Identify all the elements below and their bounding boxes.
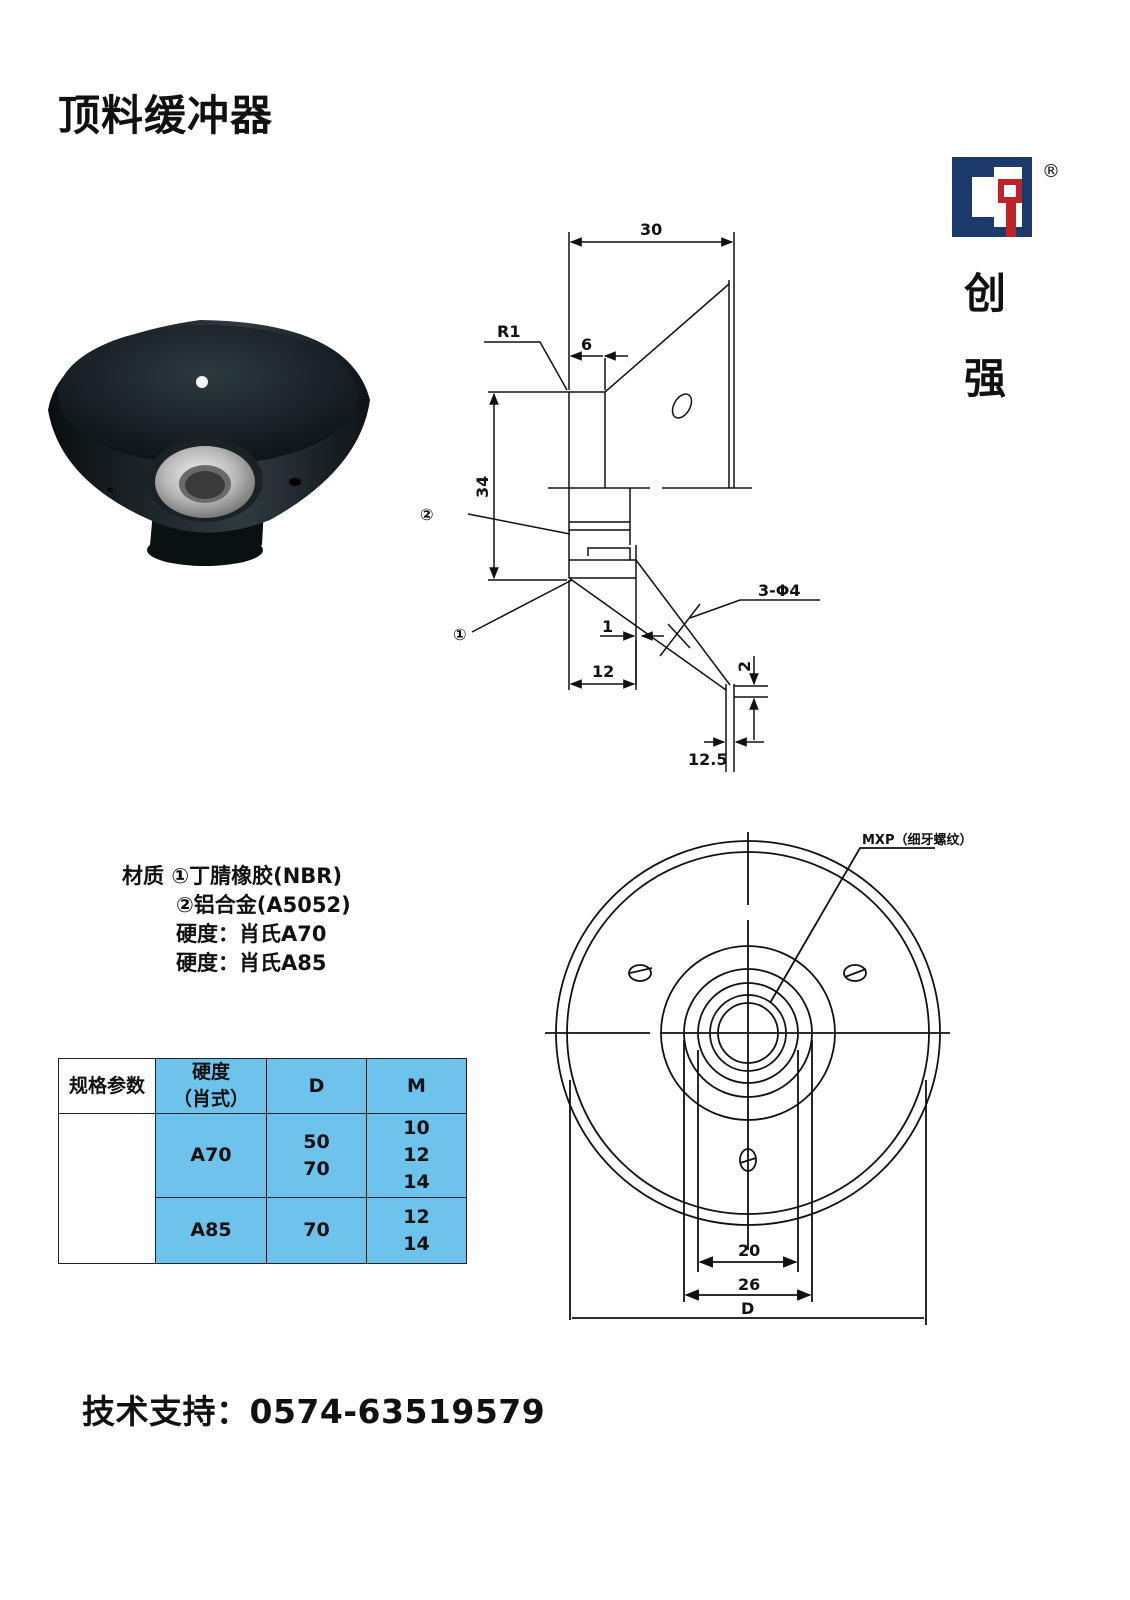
- row2-m: 12 14: [366, 1197, 467, 1264]
- dim-20: 20: [738, 1241, 760, 1260]
- thread-label: MXP（细牙螺纹）: [862, 832, 973, 848]
- row1-m: 10 12 14: [366, 1113, 467, 1198]
- page-title: 顶料缓冲器: [58, 91, 274, 140]
- row2-d-1: 70: [303, 1219, 330, 1241]
- dim-twelve-five: 12.5: [688, 750, 727, 769]
- row1-m-2: 12: [403, 1144, 430, 1166]
- row1-d-2: 70: [303, 1157, 330, 1180]
- hardness-a85: 硬度：肖氏A85: [176, 951, 327, 975]
- row1-hardness: A70: [155, 1113, 267, 1198]
- side-section-drawing: 30 R1 6 34 ② ① 3-Φ4 1 12 2 12.5: [420, 220, 820, 772]
- dim-top-width: 30: [640, 220, 662, 239]
- table-header-row: 规格参数 硬度 （肖式） D M: [58, 1058, 467, 1114]
- spec-table: 规格参数 硬度 （肖式） D M A70 50 70 10 12 14 A85 …: [58, 1058, 467, 1264]
- row1-m-3: 14: [403, 1171, 430, 1193]
- header-hardness-line1: 硬度: [191, 1061, 230, 1083]
- dim-r1: R1: [497, 322, 520, 341]
- header-hardness: 硬度 （肖式）: [155, 1058, 267, 1114]
- material-nbr: ①丁腈橡胶(NBR): [171, 864, 343, 888]
- header-hardness-line2: （肖式）: [172, 1088, 249, 1110]
- header-params: 规格参数: [58, 1058, 156, 1114]
- brand-char-1: 创: [963, 269, 1006, 318]
- table-row: A85 70 12 14: [59, 1197, 467, 1264]
- dim-holes: 3-Φ4: [758, 581, 801, 600]
- material-aluminium: ②铝合金(A5052): [176, 893, 351, 917]
- header-d: D: [266, 1058, 367, 1114]
- logo-mark-icon: [952, 157, 1032, 237]
- brand-char-2: 强: [963, 354, 1006, 403]
- hardness-a70: 硬度：肖氏A70: [176, 922, 327, 946]
- row1-d-1: 50: [303, 1130, 330, 1153]
- callout-part-2: ②: [420, 505, 434, 524]
- material-spec: 材质 ①丁腈橡胶(NBR) ②铝合金(A5052) 硬度：肖氏A70 硬度：肖氏…: [122, 862, 351, 978]
- table-row: A70 50 70 10 12 14: [58, 1113, 467, 1264]
- dim-height: 34: [473, 476, 492, 498]
- tech-support-line: 技术支持：0574-63519579: [82, 1392, 546, 1431]
- row2-m-1: 12: [403, 1205, 430, 1228]
- dim-one: 1: [602, 617, 613, 636]
- header-m: M: [366, 1058, 467, 1114]
- row1-d: 50 70: [266, 1113, 367, 1198]
- callout-part-1: ①: [453, 625, 467, 644]
- row2-d: 70: [266, 1197, 367, 1264]
- dim-26: 26: [738, 1275, 760, 1294]
- dim-two: 2: [735, 661, 754, 672]
- brand-logo: ® 创 强: [950, 155, 1060, 415]
- dim-twelve: 12: [592, 662, 614, 681]
- row1-m-1: 10: [403, 1117, 430, 1139]
- front-view-drawing: MXP（细牙螺纹） 20 26 D: [545, 832, 973, 1325]
- row2-hardness: A85: [155, 1197, 267, 1264]
- material-line-1: 材质 ①丁腈橡胶(NBR): [122, 862, 351, 891]
- params-cell: [58, 1113, 156, 1264]
- dim-six: 6: [581, 335, 592, 354]
- dim-D: D: [741, 1299, 754, 1318]
- product-photo: [48, 320, 370, 566]
- registered-mark: ®: [1042, 161, 1060, 182]
- material-prefix: 材质: [122, 864, 164, 888]
- row2-m-2: 14: [403, 1232, 430, 1255]
